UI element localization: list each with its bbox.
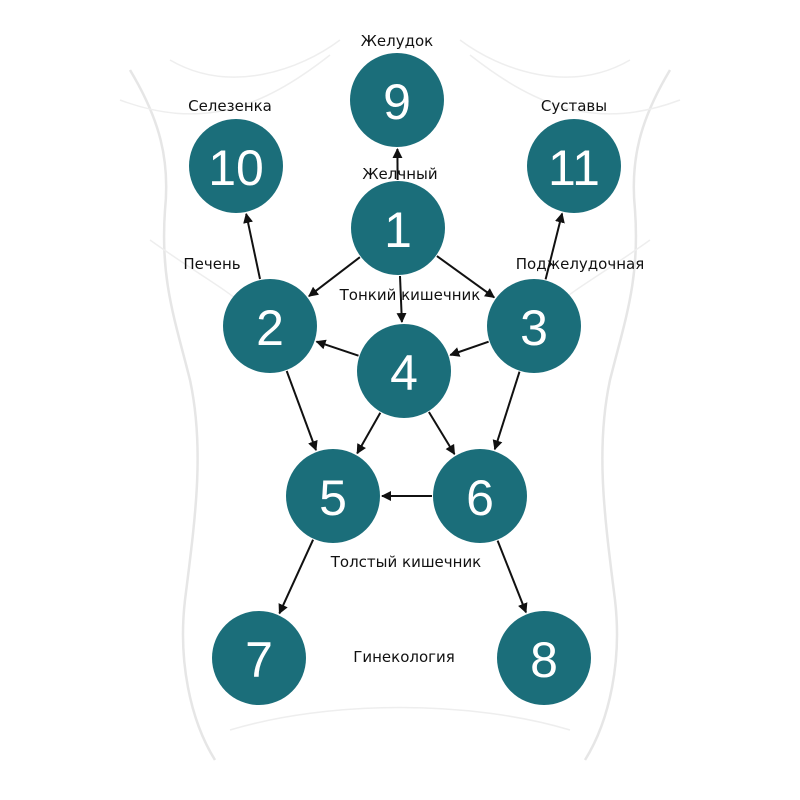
node-10: 10 — [189, 119, 283, 213]
edge-3-to-11 — [544, 212, 565, 280]
label-small-intestine: Тонкий кишечник — [339, 286, 481, 304]
label-liver: Печень — [183, 255, 240, 273]
node-circle-8 — [497, 611, 591, 705]
label-gallbladder: Желчный — [362, 165, 437, 183]
label-joints: Суставы — [541, 97, 607, 115]
node-6: 6 — [433, 449, 527, 543]
node-circle-11 — [527, 119, 621, 213]
node-circle-10 — [189, 119, 283, 213]
node-7: 7 — [212, 611, 306, 705]
edge-2-to-5 — [285, 370, 318, 452]
node-circle-4 — [357, 324, 451, 418]
edge-1-to-4 — [396, 275, 407, 323]
node-3: 3 — [487, 279, 581, 373]
edge-4-to-5 — [356, 412, 382, 455]
node-circle-6 — [433, 449, 527, 543]
node-number-7: 7 — [245, 632, 273, 688]
edges-layer — [243, 148, 565, 615]
node-circle-2 — [223, 279, 317, 373]
edge-5-to-7 — [278, 539, 315, 615]
edge-1-to-3 — [436, 255, 496, 299]
labels-layer: Желудок Селезенка Суставы Желчный Печень… — [183, 32, 644, 666]
node-circle-3 — [487, 279, 581, 373]
edge-4-to-6 — [428, 411, 456, 455]
node-number-3: 3 — [520, 300, 548, 356]
node-number-10: 10 — [208, 140, 264, 196]
edge-6-to-8 — [496, 540, 528, 614]
edge-1-to-2 — [308, 256, 361, 297]
label-stomach: Желудок — [361, 32, 433, 50]
node-1: 1 — [351, 181, 445, 275]
node-2: 2 — [223, 279, 317, 373]
edge-4-to-2 — [315, 339, 359, 357]
node-number-2: 2 — [256, 300, 284, 356]
node-number-11: 11 — [548, 140, 600, 196]
node-11: 11 — [527, 119, 621, 213]
nodes-layer: 1 2 3 4 5 6 7 8 9 10 11 — [189, 53, 621, 705]
node-5: 5 — [286, 449, 380, 543]
edge-3-to-4 — [449, 340, 489, 357]
node-circle-1 — [351, 181, 445, 275]
label-large-intestine: Толстый кишечник — [330, 553, 482, 571]
node-number-9: 9 — [383, 74, 411, 130]
node-4: 4 — [357, 324, 451, 418]
node-number-8: 8 — [530, 632, 558, 688]
node-number-4: 4 — [390, 345, 418, 401]
node-9: 9 — [350, 53, 444, 147]
label-pancreas: Поджелудочная — [516, 255, 644, 273]
edge-3-to-6 — [492, 371, 521, 451]
torso-silhouette — [119, 39, 681, 761]
edge-2-to-10 — [243, 212, 261, 280]
label-gynecology: Гинекология — [353, 648, 455, 666]
node-circle-7 — [212, 611, 306, 705]
node-circle-9 — [350, 53, 444, 147]
node-number-6: 6 — [466, 470, 494, 526]
label-spleen: Селезенка — [188, 97, 272, 115]
node-circle-5 — [286, 449, 380, 543]
node-number-1: 1 — [384, 202, 412, 258]
node-8: 8 — [497, 611, 591, 705]
node-number-5: 5 — [319, 470, 347, 526]
